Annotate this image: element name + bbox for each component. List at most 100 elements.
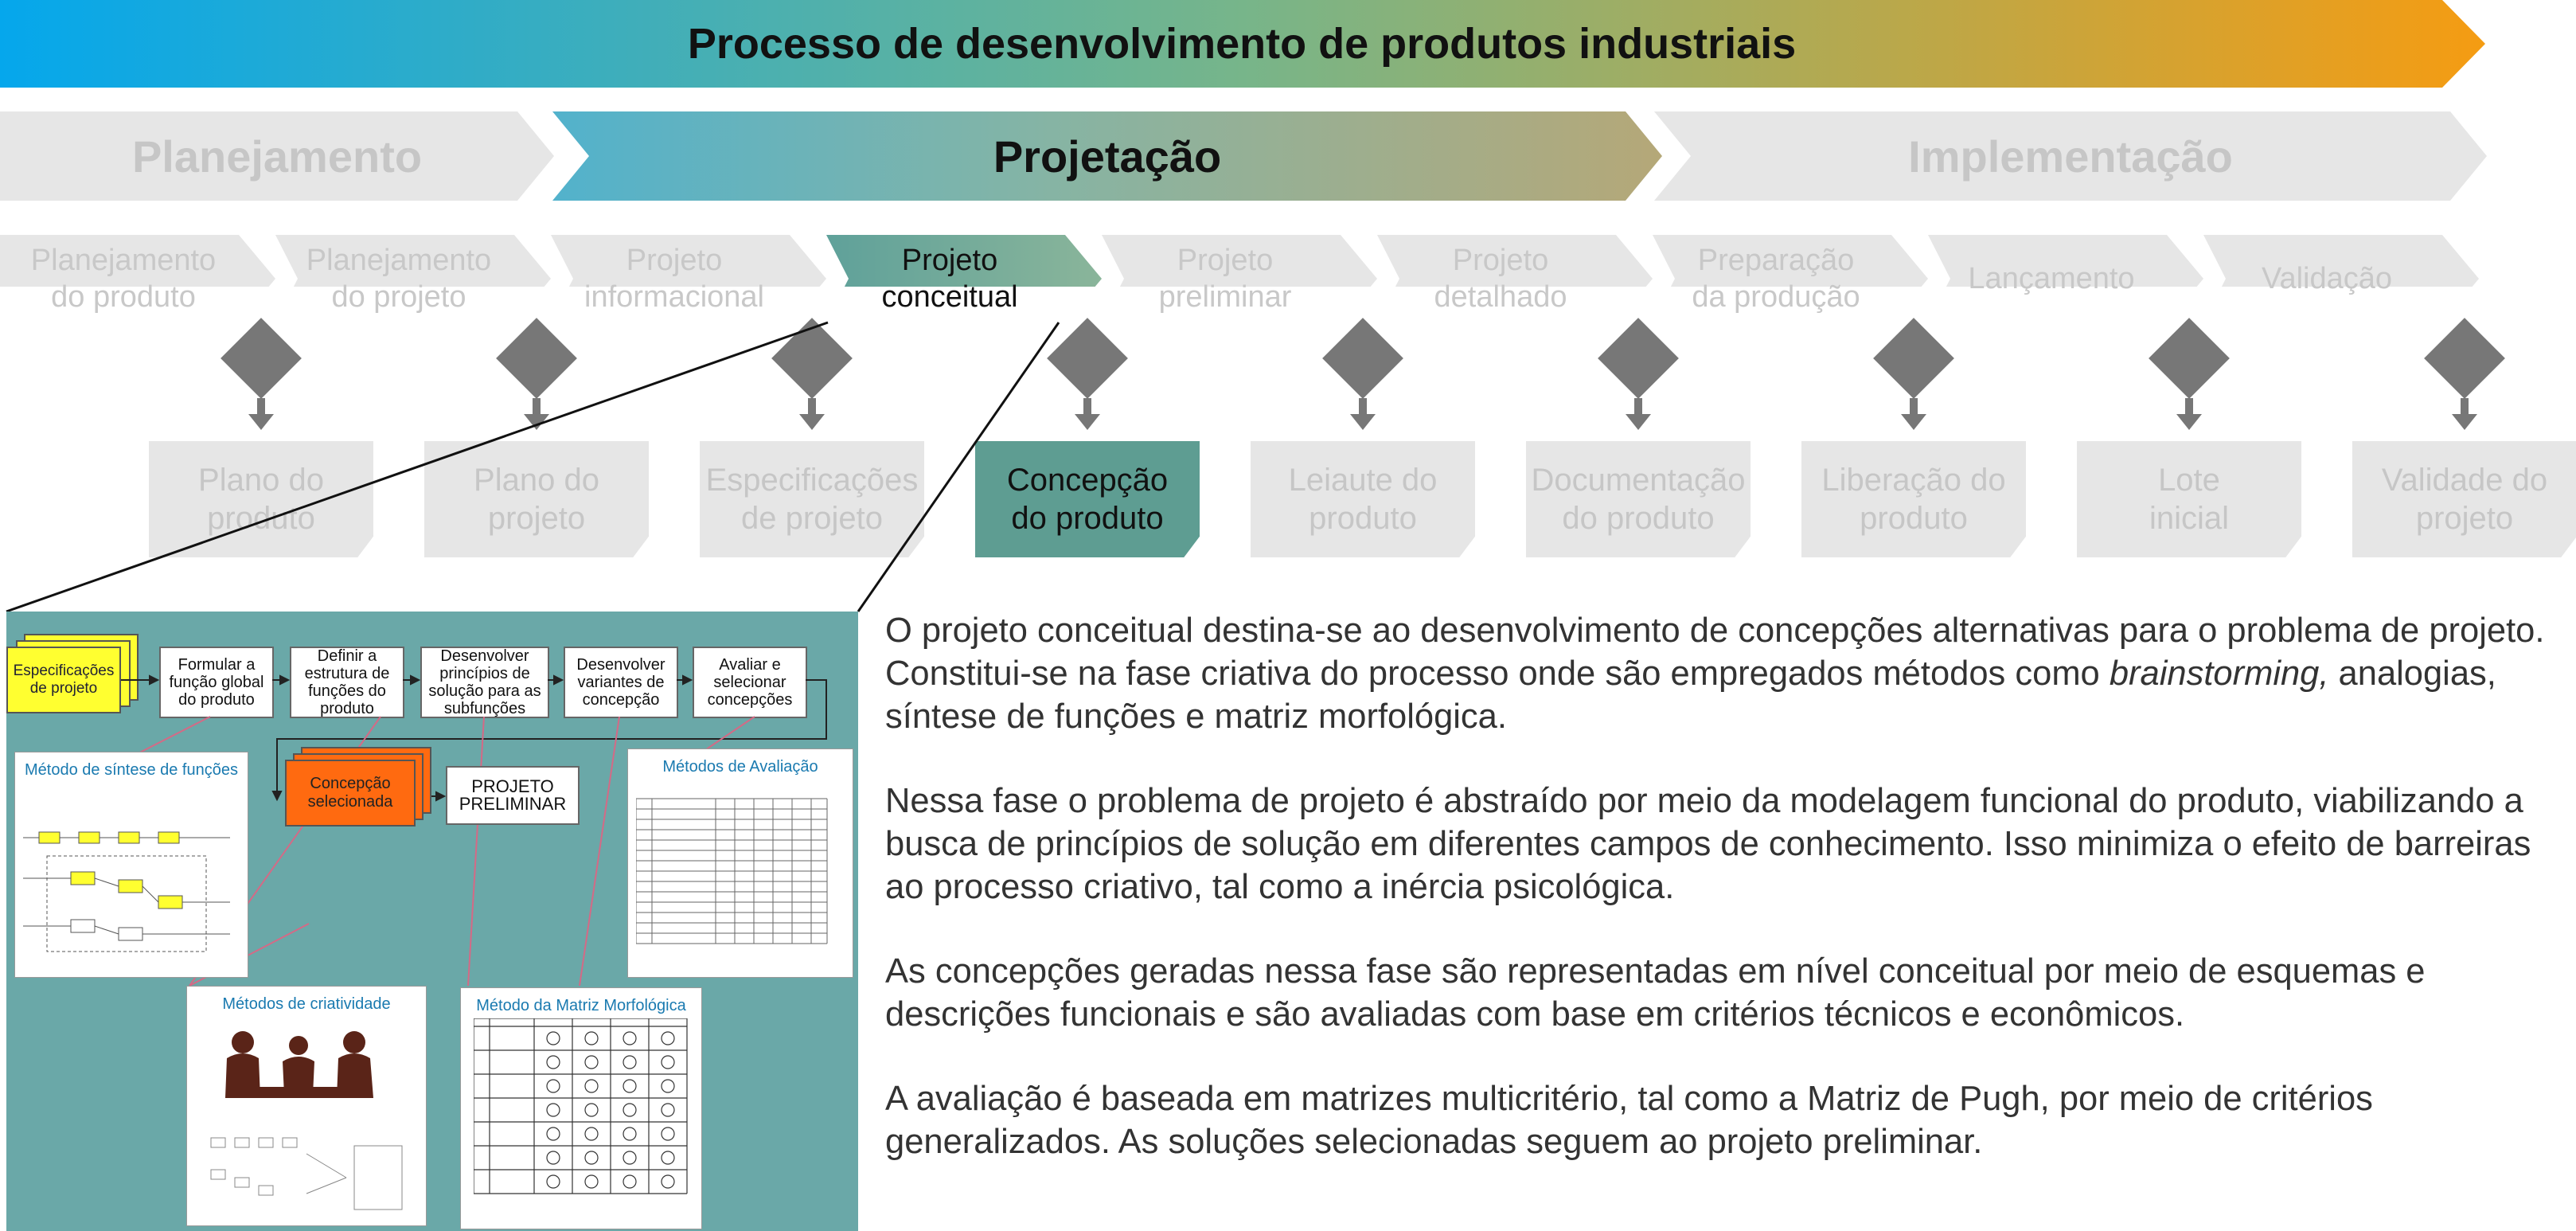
- step-chevron-4: [826, 235, 1102, 287]
- flow-step-1: Formular a função global do produto: [159, 647, 274, 718]
- page-title: Processo de desenvolvimento de produtos …: [687, 20, 1797, 68]
- step-chevron-1: [0, 235, 275, 287]
- morph-solution-sketch: [623, 1127, 637, 1141]
- deliverable-line1: Documentação: [1531, 463, 1746, 498]
- deliverable-line2: inicial: [2149, 501, 2230, 536]
- step-label-line1: Projeto: [1452, 244, 1549, 277]
- gate-arrow-stem: [1634, 398, 1642, 416]
- deliverable-line1: Liberação do: [1821, 463, 2006, 498]
- step-label-line2: conceitual: [881, 280, 1018, 314]
- step-chevron-2: [275, 235, 551, 287]
- step-label-line1: Planejamento: [306, 244, 492, 277]
- phase-chevron-projetacao: [552, 111, 1662, 201]
- step-chevron-9: [2203, 235, 2479, 287]
- morph-solution-sketch: [623, 1103, 637, 1117]
- gate-arrow-stem: [1910, 398, 1918, 416]
- paragraph-1: O projeto conceitual destina-se ao desen…: [885, 609, 2557, 738]
- morphological-matrix: [474, 1018, 688, 1194]
- morph-solution-sketch: [661, 1031, 675, 1045]
- morph-solution-sketch: [546, 1103, 560, 1117]
- step-chevron-6: [1377, 235, 1653, 287]
- morph-solution-sketch: [546, 1031, 560, 1045]
- morphological-method-title: Método da Matriz Morfológica: [476, 997, 686, 1014]
- morph-solution-sketch: [546, 1127, 560, 1141]
- evaluation-method-card: Métodos de Avaliação: [627, 748, 853, 978]
- flow-step-5: Avaliar e selecionar concepções: [693, 647, 807, 718]
- morph-solution-sketch: [623, 1174, 637, 1189]
- step-chevron-3: [551, 235, 826, 287]
- gate-arrow-stem: [2461, 398, 2469, 416]
- step-label-9: Validação: [2211, 235, 2442, 322]
- step-label-line2: do produto: [51, 280, 196, 314]
- step-label-line1: Projeto: [901, 244, 998, 277]
- morph-solution-sketch: [661, 1174, 675, 1189]
- deliverable-line2: do produto: [1562, 501, 1715, 536]
- morph-solution-sketch: [584, 1079, 599, 1093]
- step-chevron-8: [1928, 235, 2203, 287]
- gate-arrow-stem: [2185, 398, 2193, 416]
- function-structure-diagram: [23, 831, 230, 952]
- deliverable-line2: de projeto: [741, 501, 883, 536]
- morph-solution-sketch: [584, 1127, 599, 1141]
- flow-step-3: Desenvolver princípios de solução para a…: [420, 647, 549, 718]
- morphological-method-card: Método da Matriz Morfológica: [460, 987, 702, 1229]
- deliverable-line1: Validade do: [2381, 463, 2548, 498]
- process-banner: [0, 0, 2487, 287]
- step-label-line1: Planejamento: [30, 244, 217, 277]
- morph-solution-sketch: [546, 1174, 560, 1189]
- phase-chevron-planejamento: [0, 111, 554, 201]
- brainstorm-illustration: [210, 1031, 403, 1210]
- step-label-line2: informacional: [584, 280, 764, 314]
- phase-chevron-implementacao: [1654, 111, 2487, 201]
- gate-arrow-stem: [257, 398, 265, 416]
- deliverable-line2: projeto: [2415, 501, 2514, 536]
- next-phase-box: PROJETO PRELIMINAR: [446, 766, 580, 825]
- flow-step-4: Desenvolver variantes de concepção: [564, 647, 678, 718]
- morph-solution-sketch: [623, 1031, 637, 1045]
- morph-solution-sketch: [623, 1079, 637, 1093]
- gate-arrow-head: [2176, 414, 2202, 430]
- synthesis-method-card: Método de síntese de funções: [14, 752, 248, 978]
- gate-arrow-head: [248, 414, 274, 430]
- deliverable-line2: projeto: [487, 501, 586, 536]
- flow-connectors: [121, 674, 827, 987]
- creativity-method-title: Métodos de criatividade: [222, 995, 391, 1013]
- flow-step-2: Definir a estrutura de funções do produt…: [290, 647, 404, 718]
- deliverable-line1: Plano do: [474, 463, 599, 498]
- step-label-line1: Projeto: [1177, 244, 1274, 277]
- morph-solution-sketch: [661, 1055, 675, 1069]
- deliverable-line2: produto: [207, 501, 315, 536]
- phase-label-projetacao: Projetação: [993, 131, 1222, 182]
- paragraph-2: Nessa fase o problema de projeto é abstr…: [885, 782, 2531, 906]
- gate-arrow-head: [799, 414, 825, 430]
- morph-solution-sketch: [584, 1103, 599, 1117]
- gate-arrow-stem: [808, 398, 816, 416]
- morph-solution-sketch: [546, 1055, 560, 1069]
- morph-solution-sketch: [661, 1103, 675, 1117]
- evaluation-method-title: Métodos de Avaliação: [662, 758, 818, 776]
- step-label-line1: Validação: [2261, 262, 2393, 295]
- step-chevron-7: [1653, 235, 1928, 287]
- deliverable-line1: Concepção: [1006, 463, 1169, 498]
- paragraph-4: A avaliação é baseada em matrizes multic…: [885, 1080, 2373, 1161]
- step-label-line1: Preparação: [1697, 244, 1855, 277]
- gate-arrow-head: [1901, 414, 1926, 430]
- paragraph-3: As concepções geradas nessa fase são rep…: [885, 952, 2426, 1034]
- gate-arrow-head: [2452, 414, 2477, 430]
- selected-concept: Concepção selecionada: [285, 760, 416, 827]
- morph-solution-sketch: [584, 1055, 599, 1069]
- description-text: O projeto conceitual destina-se ao desen…: [885, 609, 2557, 1205]
- morph-solution-sketch: [584, 1174, 599, 1189]
